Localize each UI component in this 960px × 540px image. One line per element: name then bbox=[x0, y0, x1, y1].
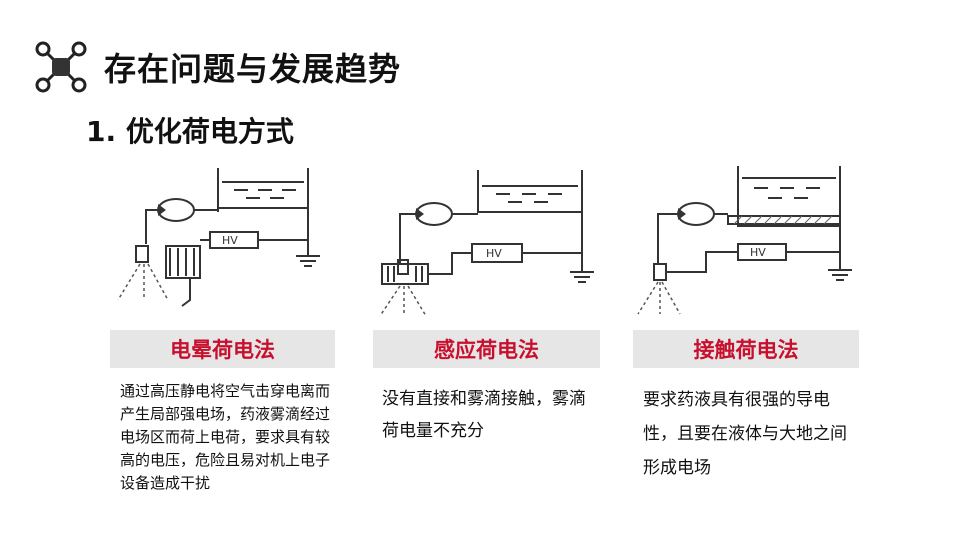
hv-label: HV bbox=[750, 246, 766, 259]
method-description-contact: 要求药液具有很强的导电性，且要在液体与大地之间形成电场 bbox=[643, 390, 847, 478]
contact-charging-diagram: HV bbox=[637, 166, 852, 315]
method-description-corona: 通过高压静电将空气击穿电离而产生局部强电场，药液雾滴经过电场区而荷上电荷，要求具… bbox=[120, 382, 331, 492]
hv-label: HV bbox=[486, 247, 502, 260]
page-title: 存在问题与发展趋势 bbox=[104, 50, 402, 88]
method-description-induction: 没有直接和雾滴接触，雾滴荷电量不充分 bbox=[382, 389, 586, 441]
section-subtitle: 1. 优化荷电方式 bbox=[86, 115, 294, 148]
method-label-induction: 感应荷电法 bbox=[373, 330, 600, 368]
corona-charging-diagram: HV bbox=[117, 168, 320, 307]
drone-icon bbox=[35, 41, 87, 93]
induction-charging-diagram: HV bbox=[379, 170, 594, 317]
method-label-corona: 电晕荷电法 bbox=[110, 330, 335, 368]
hv-label: HV bbox=[222, 234, 238, 247]
method-label-contact: 接触荷电法 bbox=[633, 330, 859, 368]
